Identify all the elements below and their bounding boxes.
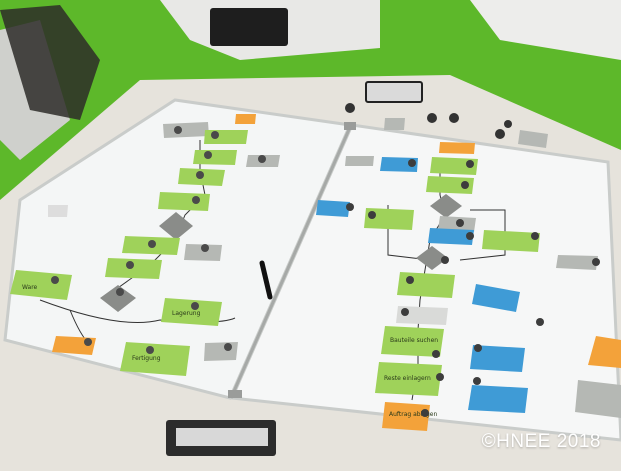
sticky-note (158, 192, 210, 211)
sticky-note-bauteile (381, 326, 444, 357)
sticky-note-reste (375, 362, 442, 396)
sticky-note (204, 342, 238, 361)
watermark: ©HNEE 2018 (481, 431, 601, 452)
chair-back (0, 5, 100, 120)
sticky-note (204, 130, 248, 144)
marker-pen (259, 260, 273, 300)
sticky-note (193, 150, 237, 165)
note-label: Reste einlagern (384, 375, 431, 382)
sticky-note-blue (380, 157, 418, 172)
sticky-note-fertigung (120, 342, 190, 376)
note-label: Bauteile suchen (390, 337, 438, 344)
note-label: Fertigung (132, 355, 161, 362)
note-label: Auftrag ablegen (389, 411, 437, 418)
sticky-note (184, 244, 222, 261)
decision-diamond (159, 212, 193, 240)
laptop-bag (210, 8, 288, 46)
sticky-note-auftrag (382, 402, 430, 431)
sticky-note (105, 258, 162, 279)
sticky-note (163, 122, 209, 138)
decision-diamond (100, 285, 136, 312)
sticky-note-lagerung (161, 298, 222, 326)
note-label: Ware (22, 284, 38, 291)
note-label: Lagerung (172, 310, 201, 317)
decision-diamond (430, 194, 462, 218)
